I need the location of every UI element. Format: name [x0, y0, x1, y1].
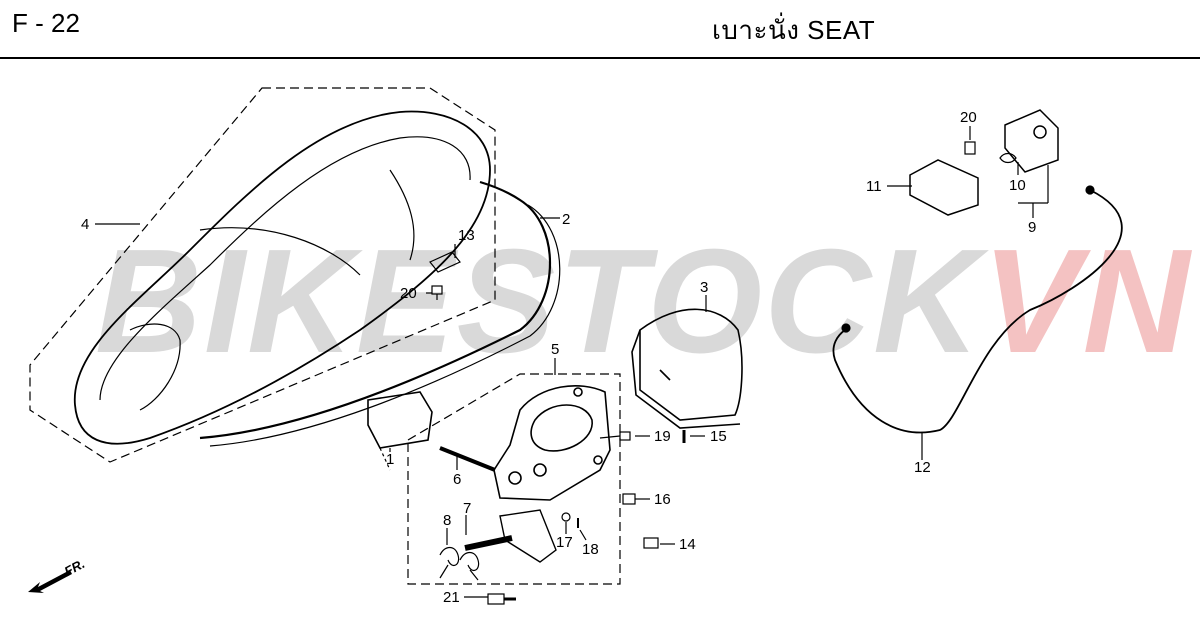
nut-16	[622, 493, 636, 505]
seat-group-outline	[29, 87, 496, 463]
spring-10	[999, 152, 1017, 164]
seat-lock-latch	[1004, 109, 1059, 173]
callout-3: 3	[700, 279, 709, 296]
callout-20-left: 20	[400, 285, 417, 302]
callout-12: 12	[914, 459, 931, 476]
callout-16: 16	[654, 491, 671, 508]
callout-8: 8	[443, 512, 452, 529]
hinge-group-outline	[407, 373, 621, 585]
callout-15: 15	[710, 428, 727, 445]
callout-9: 9	[1028, 219, 1037, 236]
bolt-20-right	[964, 141, 976, 155]
callout-7: 7	[463, 500, 472, 517]
bolt-14	[643, 537, 659, 549]
callout-14: 14	[679, 536, 696, 553]
front-direction-arrow-icon	[28, 570, 72, 593]
callout-21: 21	[443, 589, 460, 606]
page-code: F - 22	[12, 8, 80, 38]
callout-13: 13	[458, 227, 475, 244]
callout-4: 4	[81, 216, 90, 233]
shaft	[464, 535, 513, 551]
header-divider	[0, 57, 1200, 59]
watermark: BIKESTOCKVN	[95, 228, 1192, 376]
callout-5: 5	[551, 341, 560, 358]
hinge-plate	[499, 509, 557, 563]
latch-pad	[367, 391, 433, 449]
bolt-21	[487, 593, 516, 605]
seat-lock-cable	[832, 189, 1123, 434]
seat-cover-panel	[631, 308, 743, 429]
nut-19	[619, 431, 631, 441]
bolt-20-left	[431, 285, 443, 300]
callout-2: 2	[562, 211, 571, 228]
washer-17	[561, 512, 571, 522]
seat-bottom-edge-inner	[209, 204, 561, 447]
watermark-text-primary: BIKESTOCK	[95, 219, 982, 384]
callout-18: 18	[582, 541, 599, 558]
callout-20-right: 20	[960, 109, 977, 126]
callout-19: 19	[654, 428, 671, 445]
seat-bottom-edge	[199, 180, 552, 440]
hinge-bracket	[493, 384, 611, 501]
seat-cushion	[74, 110, 491, 445]
callout-6: 6	[453, 471, 462, 488]
page-title: เบาะนั่ง SEAT	[712, 15, 876, 45]
callout-11: 11	[866, 178, 882, 195]
seat-clip	[429, 251, 461, 273]
hinge-pin	[439, 446, 496, 472]
lock-cover	[909, 159, 979, 216]
torsion-spring	[439, 546, 480, 581]
callout-1: 1	[386, 451, 395, 468]
callout-17: 17	[556, 534, 573, 551]
callout-10: 10	[1009, 177, 1026, 194]
watermark-text-accent: VN	[981, 219, 1192, 384]
